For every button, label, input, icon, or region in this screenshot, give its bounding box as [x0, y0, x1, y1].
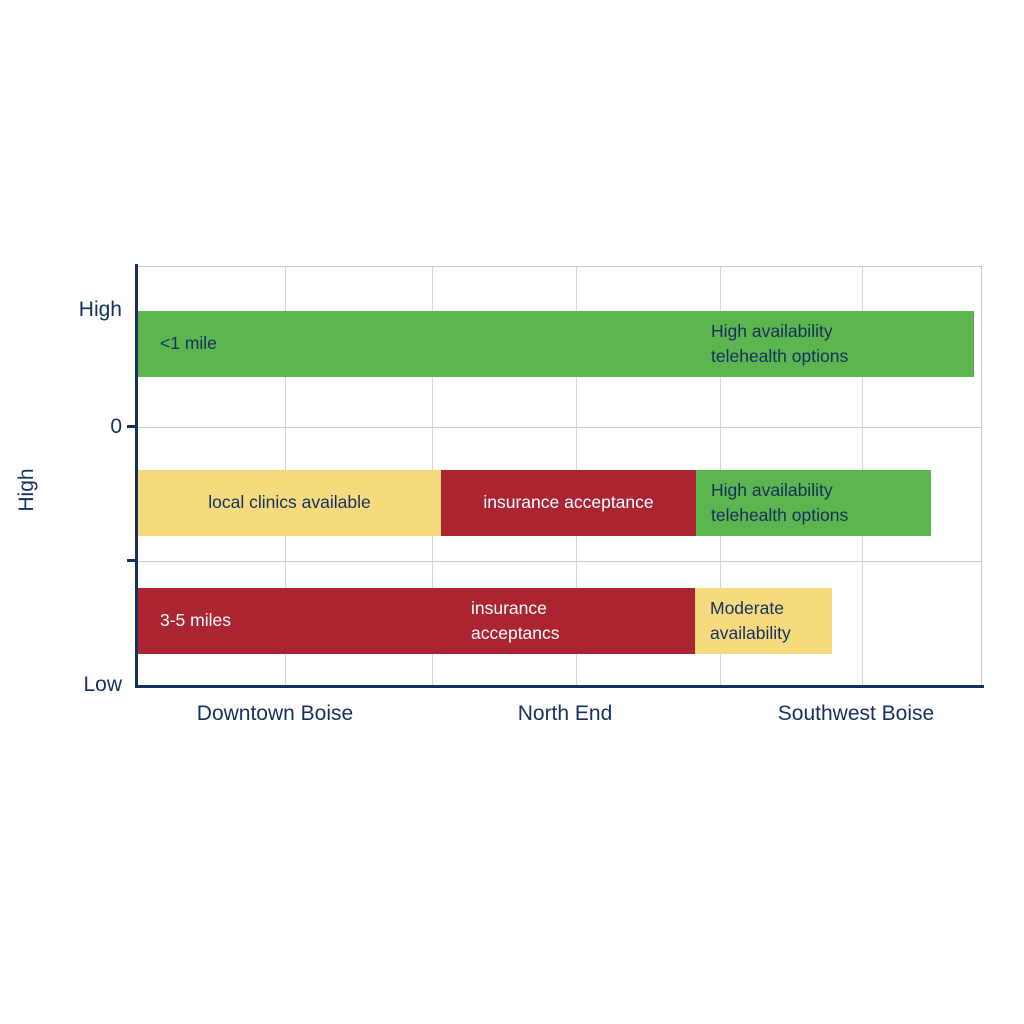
bar-segment-yellow-r2[interactable]: Moderate availability	[695, 588, 832, 654]
plot-area: <1 mile High availability telehealth opt…	[137, 266, 982, 686]
y-axis-title: High	[15, 468, 38, 512]
bar-segment-label: <1 mile	[160, 333, 217, 354]
x-tick-label-downtown-boise: Downtown Boise	[196, 702, 354, 725]
bar-segment-green-r0-annotation[interactable]: High availability telehealth options	[711, 311, 974, 377]
bar-segment-red-r2-annotation[interactable]: insurance acceptancs	[471, 588, 695, 654]
bar-segment-yellow-r1[interactable]: local clinics available	[138, 470, 441, 536]
y-tick-mark	[127, 559, 138, 562]
bar-segment-red-r2[interactable]: 3-5 miles	[138, 588, 695, 654]
bar-segment-green-r1[interactable]: High availability telehealth options	[696, 470, 931, 536]
bar-segment-red-r1[interactable]: insurance acceptance	[441, 470, 696, 536]
bar-segment-label: insurance acceptancs	[471, 597, 560, 643]
bar-segment-label: High availability telehealth options	[711, 479, 849, 525]
x-tick-label-southwest-boise: Southwest Boise	[777, 702, 935, 725]
y-tick-label-zero: 0	[110, 415, 122, 438]
bar-row-bottom: 3-5 miles insurance acceptancs Moderate …	[138, 588, 983, 654]
bar-segment-label: High availability telehealth options	[711, 320, 849, 366]
bar-row-middle: local clinics available insurance accept…	[138, 470, 983, 536]
x-axis-spine	[135, 685, 984, 688]
y-tick-mark	[127, 425, 138, 428]
horizontal-gridline	[138, 427, 981, 428]
bar-segment-label: 3-5 miles	[160, 610, 231, 631]
y-tick-label-high: High	[78, 298, 122, 321]
bar-segment-green-r0[interactable]: <1 mile	[138, 311, 974, 377]
y-axis-spine	[135, 264, 138, 688]
bar-segment-label: local clinics available	[208, 492, 371, 513]
bar-segment-label: Moderate availability	[710, 597, 791, 643]
x-tick-label-north-end: North End	[517, 702, 613, 725]
bar-row-downtown-top: <1 mile High availability telehealth opt…	[138, 311, 983, 377]
y-tick-label-low: Low	[83, 673, 122, 696]
horizontal-gridline	[138, 561, 981, 562]
bar-segment-label: insurance acceptance	[483, 492, 654, 513]
